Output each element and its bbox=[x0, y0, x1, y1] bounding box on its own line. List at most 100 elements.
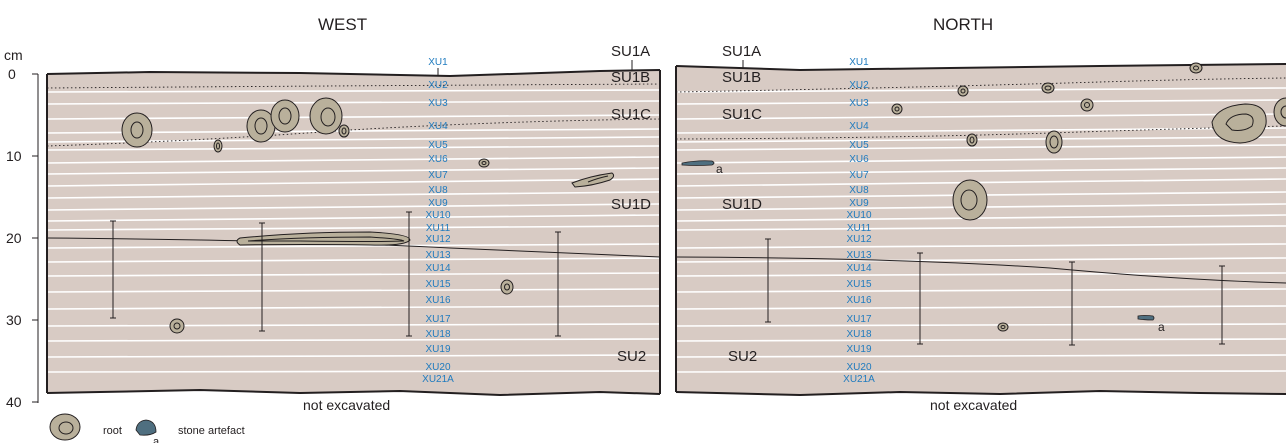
xu-label: XU19 bbox=[846, 344, 871, 355]
xu-label: XU21A bbox=[422, 374, 454, 385]
xu-label: XU7 bbox=[428, 170, 448, 181]
west-title: WEST bbox=[318, 15, 367, 34]
xu-label: XU20 bbox=[425, 362, 450, 373]
legend-root-label: root bbox=[103, 425, 122, 437]
west-su1a-label: SU1A bbox=[611, 43, 650, 60]
xu-label: XU20 bbox=[846, 362, 871, 373]
xu-label: XU1 bbox=[849, 57, 869, 68]
west-su2-label: SU2 bbox=[617, 348, 646, 365]
depth-axis: cm 0 10 20 30 40 bbox=[4, 47, 39, 410]
west-not-excavated-label: not excavated bbox=[303, 397, 390, 413]
west-roots bbox=[121, 97, 615, 334]
xu-label: XU12 bbox=[846, 234, 871, 245]
north-section: NORTH bbox=[675, 15, 1286, 413]
west-range-bars bbox=[110, 211, 561, 337]
root-icon bbox=[478, 158, 490, 168]
legend: root a stone artefact bbox=[49, 413, 245, 443]
root-icon bbox=[1211, 103, 1267, 144]
depth-unit-label: cm bbox=[4, 47, 23, 63]
xu-label: XU14 bbox=[846, 263, 871, 274]
xu-label: XU13 bbox=[425, 250, 450, 261]
stone-artefact-icon bbox=[681, 160, 715, 166]
legend-stone-label: stone artefact bbox=[178, 425, 245, 437]
xu-label: XU19 bbox=[425, 344, 450, 355]
xu-label: XU8 bbox=[428, 185, 448, 196]
xu-label: XU10 bbox=[425, 210, 450, 221]
root-icon bbox=[236, 231, 411, 246]
xu-label: XU18 bbox=[846, 329, 871, 340]
legend-root-icon bbox=[49, 413, 81, 441]
west-su1b-label: SU1B bbox=[611, 69, 650, 86]
north-title: NORTH bbox=[933, 15, 993, 34]
north-su2-label: SU2 bbox=[728, 348, 757, 365]
north-roots bbox=[891, 62, 1286, 332]
xu-label: XU4 bbox=[428, 121, 448, 132]
xu-label: XU2 bbox=[849, 80, 869, 91]
xu-label: XU11 bbox=[426, 223, 451, 234]
root-icon bbox=[121, 112, 153, 148]
root-icon bbox=[213, 139, 223, 153]
xu-label: XU21A bbox=[843, 374, 875, 385]
xu-label: XU13 bbox=[846, 250, 871, 261]
root-icon bbox=[571, 172, 615, 188]
root-icon bbox=[1189, 62, 1203, 74]
xu-label: XU4 bbox=[849, 121, 869, 132]
depth-tick-label: 20 bbox=[6, 230, 22, 246]
xu-label: XU3 bbox=[428, 98, 448, 109]
xu-label: XU6 bbox=[428, 154, 448, 165]
root-icon bbox=[309, 97, 343, 135]
xu-label: XU5 bbox=[428, 140, 448, 151]
xu-label: XU7 bbox=[849, 170, 869, 181]
xu-label: XU9 bbox=[428, 198, 448, 209]
xu-label: XU1 bbox=[428, 57, 448, 68]
root-icon bbox=[891, 103, 903, 115]
root-icon bbox=[500, 279, 514, 295]
root-icon bbox=[270, 99, 300, 133]
root-icon bbox=[1045, 130, 1063, 154]
xu-label: XU12 bbox=[425, 234, 450, 245]
xu-label: XU18 bbox=[425, 329, 450, 340]
north-su1d-label: SU1D bbox=[722, 196, 762, 213]
west-su1c-label: SU1C bbox=[611, 106, 651, 123]
root-icon bbox=[997, 322, 1009, 332]
stone-artefact-icon bbox=[1137, 315, 1155, 321]
xu-label: XU5 bbox=[849, 140, 869, 151]
north-artefact-letter: a bbox=[716, 162, 723, 176]
xu-label: XU10 bbox=[846, 210, 871, 221]
root-icon bbox=[1080, 98, 1094, 112]
xu-label: XU15 bbox=[846, 279, 871, 290]
xu-label: XU16 bbox=[425, 295, 450, 306]
north-stone-artefacts bbox=[681, 160, 1155, 321]
xu-label: XU9 bbox=[849, 198, 869, 209]
depth-tick-label: 30 bbox=[6, 312, 22, 328]
xu-label: XU16 bbox=[846, 295, 871, 306]
north-xu-labels: XU1XU2XU3XU4XU5XU6XU7XU8XU9XU10XU11XU12X… bbox=[843, 57, 875, 385]
west-xu-labels: XU1XU2XU3XU4XU5XU6XU7XU8XU9XU10XU11XU12X… bbox=[422, 57, 454, 385]
root-icon bbox=[169, 318, 185, 334]
depth-tick-label: 0 bbox=[8, 66, 16, 82]
xu-label: XU3 bbox=[849, 98, 869, 109]
north-range-bars bbox=[765, 238, 1225, 346]
xu-label: XU6 bbox=[849, 154, 869, 165]
north-not-excavated-label: not excavated bbox=[930, 397, 1017, 413]
root-icon bbox=[966, 133, 978, 147]
xu-label: XU11 bbox=[847, 223, 872, 234]
legend-stone-letter: a bbox=[153, 436, 160, 443]
root-icon bbox=[952, 179, 988, 221]
xu-label: XU14 bbox=[425, 263, 450, 274]
root-icon bbox=[957, 85, 969, 97]
west-su1d-label: SU1D bbox=[611, 196, 651, 213]
root-icon bbox=[1273, 97, 1286, 127]
xu-label: XU17 bbox=[425, 314, 450, 325]
root-icon bbox=[1041, 82, 1055, 94]
depth-tick-label: 10 bbox=[6, 148, 22, 164]
xu-label: XU2 bbox=[428, 80, 448, 91]
xu-label: XU8 bbox=[849, 185, 869, 196]
west-section: WEST bbox=[46, 15, 661, 413]
north-artefact-letter: a bbox=[1158, 320, 1165, 334]
north-layer-lines bbox=[676, 77, 1286, 373]
depth-tick-label: 40 bbox=[6, 394, 22, 410]
north-su1a-label: SU1A bbox=[722, 43, 761, 60]
north-su1c-label: SU1C bbox=[722, 106, 762, 123]
